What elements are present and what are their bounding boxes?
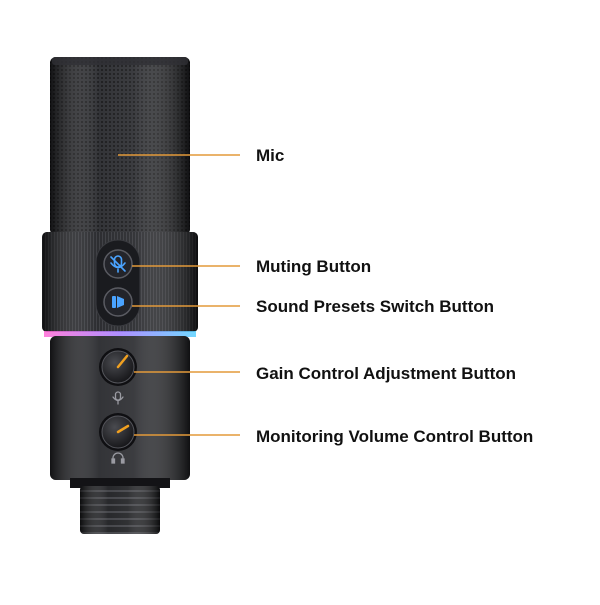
monitoring-volume-knob[interactable] <box>99 413 137 451</box>
button-collar <box>42 232 198 332</box>
mic-slash-icon <box>110 255 126 273</box>
label-sound-presets: Sound Presets Switch Button <box>256 297 495 316</box>
gain-control-knob[interactable] <box>99 348 137 386</box>
label-gain-control: Gain Control Adjustment Button <box>256 364 517 383</box>
sound-presets-button[interactable] <box>103 287 133 317</box>
label-mic: Mic <box>256 146 285 165</box>
threaded-base-mount <box>70 478 170 534</box>
rgb-light-ring <box>44 331 196 337</box>
sound-preset-icon <box>112 296 124 308</box>
label-monitoring-volume: Monitoring Volume Control Button <box>256 427 534 446</box>
mute-button[interactable] <box>103 249 133 279</box>
microphone-icon <box>112 391 124 405</box>
headphones-icon <box>111 452 125 464</box>
label-muting-button: Muting Button <box>256 257 372 276</box>
mic-grille <box>50 57 190 235</box>
